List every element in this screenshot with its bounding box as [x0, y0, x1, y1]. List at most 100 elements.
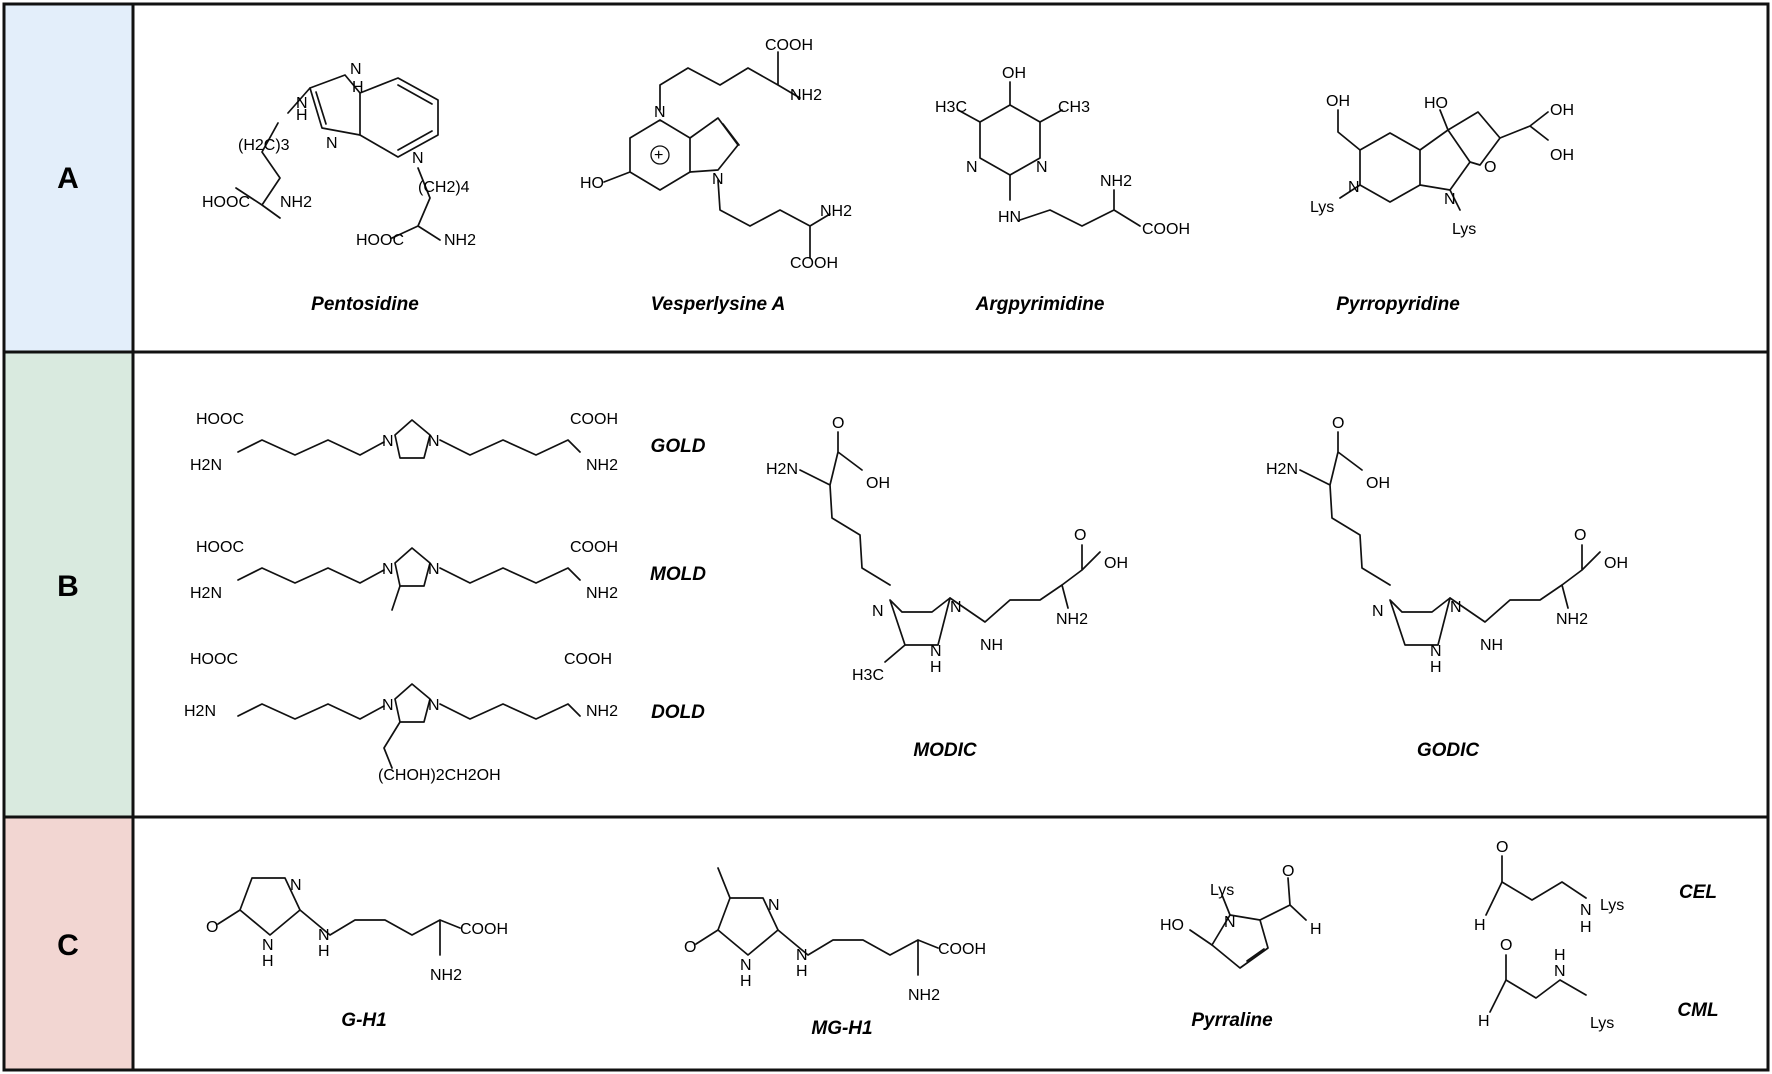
- atom-h2n: H2N: [190, 457, 222, 474]
- atom-hn: HN: [998, 209, 1021, 226]
- atom-oh: OH: [1550, 147, 1574, 164]
- g-h1-structure: O N N H H N COOH NH2: [206, 877, 508, 984]
- atom-ch3: CH3: [1058, 99, 1090, 116]
- atom-oh: OH: [1002, 65, 1026, 82]
- atom-ho: HO: [580, 175, 604, 192]
- atom-cooh: COOH: [460, 921, 508, 938]
- row-a-label-cell: [4, 4, 133, 352]
- atom-n: N: [382, 433, 394, 450]
- atom-n: N: [428, 697, 440, 714]
- gold-structure: HOOC H2N N N COOH NH2: [190, 411, 618, 474]
- atom-h2n: H2N: [190, 585, 222, 602]
- atom-n: N: [1554, 963, 1566, 980]
- atom-hooc: HOOC: [196, 411, 244, 428]
- atom-nh2: NH2: [1100, 173, 1132, 190]
- atom-cooh: COOH: [564, 651, 612, 668]
- atom-cooh: COOH: [938, 941, 986, 958]
- atom-h2n: H2N: [766, 461, 798, 478]
- atom-n: N: [966, 159, 978, 176]
- atom-nh2: NH2: [430, 967, 462, 984]
- atom-n: N: [326, 135, 338, 152]
- row-c-label-cell: [4, 817, 133, 1070]
- atom-h: H: [318, 943, 330, 960]
- cel-structure: H O N H Lys: [1474, 839, 1624, 936]
- atom-n: N: [950, 599, 962, 616]
- atom-h: H: [740, 973, 752, 990]
- atom-lys: Lys: [1452, 221, 1476, 238]
- compound-name-argpyrimidine: Argpyrimidine: [975, 294, 1105, 315]
- atom-h: H: [262, 953, 274, 970]
- argpyrimidine-structure: OH H3C CH3 N N HN NH2 COOH: [935, 65, 1190, 238]
- atom-n: N: [1444, 191, 1456, 208]
- atom-n: N: [654, 104, 666, 121]
- atom-oh: OH: [1326, 93, 1350, 110]
- atom-nh2: NH2: [1556, 611, 1588, 628]
- mold-structure: HOOC H2N N N COOH NH2: [190, 539, 618, 611]
- atom-h3c: H3C: [935, 99, 967, 116]
- atom-n: N: [350, 61, 362, 78]
- atom-lys: Lys: [1590, 1015, 1614, 1032]
- atom-ho: HO: [1424, 95, 1448, 112]
- atom-nh2: NH2: [444, 232, 476, 249]
- atom-choh: (CHOH)2CH2OH: [378, 767, 501, 784]
- atom-nh2: NH2: [586, 457, 618, 474]
- atom-o: O: [1500, 937, 1512, 954]
- pyrropyridine-structure: OH HO OH OH O N N Lys Lys: [1310, 93, 1574, 238]
- atom-n: N: [1036, 159, 1048, 176]
- atom-o: O: [684, 939, 696, 956]
- godic-structure: H2N O OH N N H N NH O OH NH2: [1266, 415, 1628, 676]
- atom-cooh: COOH: [570, 539, 618, 556]
- atom-o: O: [1282, 863, 1294, 880]
- atom-n: N: [712, 171, 724, 188]
- atom-n: N: [1348, 179, 1360, 196]
- atom-n: N: [412, 150, 424, 167]
- atom-n: N: [1430, 643, 1442, 660]
- row-b-label-cell: [4, 352, 133, 817]
- atom-o: O: [1332, 415, 1344, 432]
- row-letter-b: B: [57, 570, 79, 603]
- compound-name-godic: GODIC: [1417, 740, 1480, 761]
- compound-name-pyrraline: Pyrraline: [1191, 1010, 1273, 1031]
- atom-n: N: [768, 897, 780, 914]
- atom-nh2: NH2: [280, 194, 312, 211]
- atom-lys: Lys: [1310, 199, 1334, 216]
- atom-nh2: NH2: [586, 585, 618, 602]
- atom-h: H: [930, 659, 942, 676]
- atom-oh: OH: [866, 475, 890, 492]
- atom-n: N: [318, 927, 330, 944]
- atom-o: O: [832, 415, 844, 432]
- atom-nh2: NH2: [790, 87, 822, 104]
- atom-hooc: HOOC: [202, 194, 250, 211]
- atom-ch2-4: (CH2)4: [418, 179, 470, 196]
- atom-hooc: HOOC: [190, 651, 238, 668]
- svg-text:+: +: [654, 147, 663, 164]
- cml-structure: H O N H Lys: [1478, 937, 1614, 1032]
- row-letter-c: C: [57, 929, 79, 962]
- atom-lys: Lys: [1210, 882, 1234, 899]
- atom-h: H: [1478, 1013, 1490, 1030]
- atom-hooc: HOOC: [196, 539, 244, 556]
- compound-name-cel: CEL: [1679, 882, 1717, 903]
- atom-o: O: [206, 919, 218, 936]
- atom-nh2: NH2: [820, 203, 852, 220]
- atom-n: N: [1224, 914, 1236, 931]
- atom-n: N: [740, 957, 752, 974]
- compound-name-mg-h1: MG-H1: [811, 1018, 872, 1039]
- compound-name-vesperlysine-a: Vesperlysine A: [651, 294, 786, 315]
- atom-oh: OH: [1550, 102, 1574, 119]
- atom-ho: HO: [1160, 917, 1184, 934]
- atom-nh2: NH2: [586, 703, 618, 720]
- atom-n: N: [428, 433, 440, 450]
- atom-nh: NH: [1480, 637, 1503, 654]
- atom-h: H: [1430, 659, 1442, 676]
- atom-oh: OH: [1366, 475, 1390, 492]
- compound-name-modic: MODIC: [913, 740, 977, 761]
- atom-h2n: H2N: [184, 703, 216, 720]
- atom-n: N: [296, 95, 308, 112]
- atom-nh: NH: [980, 637, 1003, 654]
- atom-o: O: [1074, 527, 1086, 544]
- atom-n: N: [1450, 599, 1462, 616]
- atom-h: H: [352, 79, 364, 96]
- mg-h1-structure: O N N H H N COOH NH2: [684, 867, 986, 1004]
